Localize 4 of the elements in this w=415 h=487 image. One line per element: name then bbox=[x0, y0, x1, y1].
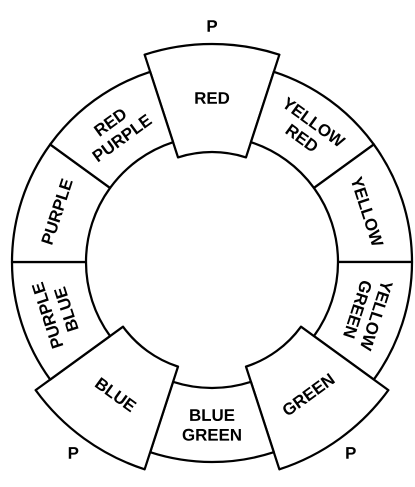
letter-label: P bbox=[68, 447, 78, 459]
letter-label: P bbox=[208, 20, 218, 32]
letter-label: P bbox=[346, 447, 356, 459]
color-segment: BLUE GREEN bbox=[149, 380, 275, 464]
